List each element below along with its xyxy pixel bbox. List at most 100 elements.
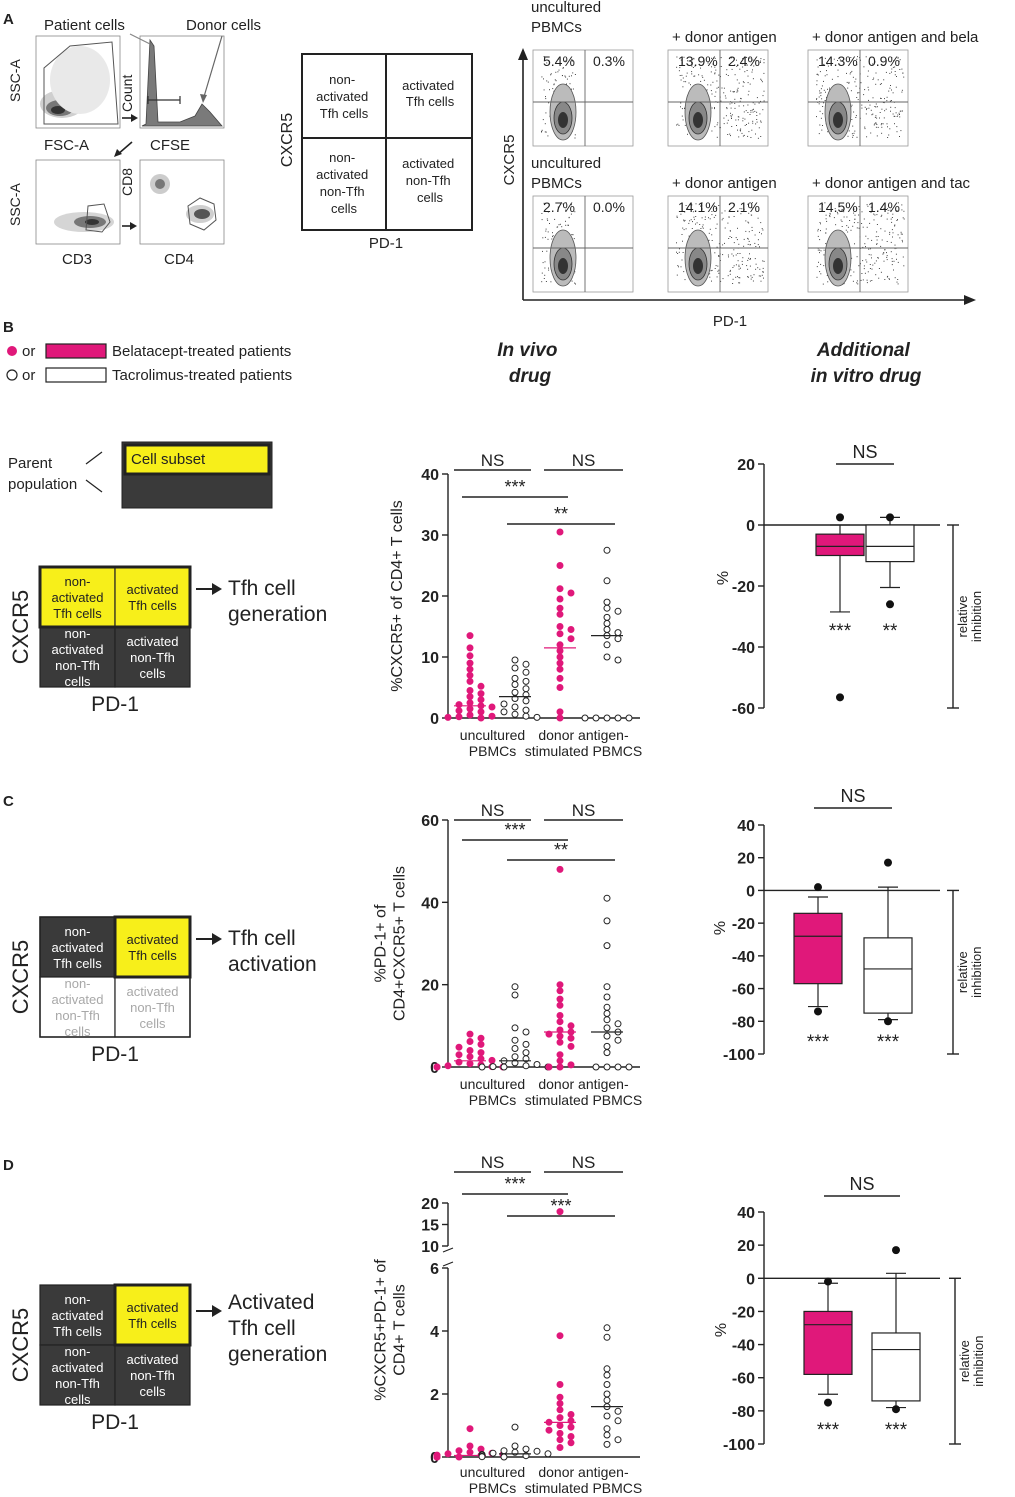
cxcr5-label: CXCR5 <box>8 940 33 1015</box>
flow-event <box>855 85 857 87</box>
flow-event <box>680 266 682 268</box>
flow-event <box>748 231 750 233</box>
flow-event <box>850 229 852 231</box>
flow-event <box>677 265 679 267</box>
flow-event <box>760 222 762 224</box>
flow-event <box>718 269 720 271</box>
flow-event <box>890 218 892 220</box>
flow-event <box>898 60 900 62</box>
flow-event <box>730 90 732 92</box>
flow-event <box>747 104 749 106</box>
flow-event <box>752 122 754 124</box>
flow-event <box>816 59 818 61</box>
flow-event <box>748 90 750 92</box>
legend-or-2: or <box>22 367 35 384</box>
flow-event <box>700 203 702 204</box>
flow-event <box>756 119 758 120</box>
flow-event <box>752 111 754 113</box>
flow-event <box>759 246 760 248</box>
data-point <box>466 1053 474 1061</box>
flow-event <box>849 220 851 221</box>
flow-event <box>739 68 741 70</box>
flow-event <box>869 222 871 224</box>
flow-event <box>709 218 711 220</box>
flow-event <box>676 217 678 218</box>
key-a-cxcr5: CXCR5 <box>279 113 296 167</box>
flow-event <box>557 58 559 60</box>
flow-event <box>877 257 879 259</box>
flow-event <box>861 104 863 106</box>
flow-event <box>679 248 680 250</box>
flow-event <box>893 115 895 117</box>
flow-event <box>839 59 841 61</box>
flow-density-core <box>558 258 568 274</box>
data-point <box>489 1449 497 1457</box>
flow-event <box>696 222 698 224</box>
flow-event <box>550 74 552 76</box>
flow-event <box>718 256 720 257</box>
data-point <box>567 1022 575 1030</box>
flow-event <box>874 123 876 125</box>
flow-event <box>733 216 735 217</box>
flow-event <box>898 112 900 114</box>
chart-d-scatter: 0246101520NSNS******unculturedPBMCsdonor… <box>373 1153 643 1496</box>
data-point <box>567 1411 575 1418</box>
flow-event <box>852 125 854 127</box>
flow-event <box>820 88 822 90</box>
flow-event <box>729 273 731 275</box>
flow-event <box>902 110 903 112</box>
flow-event <box>734 74 736 76</box>
flow-event <box>761 274 763 276</box>
flow-event <box>571 75 572 77</box>
flow-event <box>868 89 870 91</box>
significance-label: ** <box>554 504 568 524</box>
flow-event <box>691 59 693 61</box>
key-a-tr: activated Tfh cells <box>402 78 458 109</box>
data-point <box>500 1447 508 1455</box>
flow-event <box>857 56 858 58</box>
chart-d-box: 40200-20-40-60-80-100******NS%relativein… <box>713 1174 986 1454</box>
flow-event <box>819 239 821 241</box>
flow-plot-title: + donor antigen and tac <box>812 175 971 192</box>
flow-event <box>880 271 882 273</box>
category-label: donor antigen- <box>538 1464 629 1480</box>
legend-bela-swatch <box>45 343 107 359</box>
data-point <box>511 664 519 672</box>
fsc-ssc-density <box>40 46 110 118</box>
flow-event <box>856 64 858 66</box>
data-point <box>478 1453 486 1461</box>
flow-event <box>760 100 761 102</box>
quadrant-bl <box>39 976 116 1038</box>
flow-event <box>742 66 744 68</box>
data-point <box>603 1049 611 1057</box>
cell-subset-label: Cell subset <box>131 451 206 468</box>
flow-right-pct: 0.9% <box>868 53 900 69</box>
data-point <box>466 687 474 694</box>
flow-event <box>853 271 855 273</box>
data-point <box>567 1042 575 1050</box>
flow-event <box>748 131 750 133</box>
flow-event <box>723 123 725 125</box>
flow-event <box>819 249 821 251</box>
parent-population-label: Parent population <box>8 455 77 493</box>
flow-event <box>735 254 737 256</box>
flow-event <box>742 85 744 87</box>
data-point <box>625 714 633 722</box>
flow-event <box>547 81 549 83</box>
flow-event <box>711 240 713 241</box>
flow-event <box>894 74 896 76</box>
flow-event <box>691 65 693 67</box>
data-point <box>488 1056 496 1064</box>
flow-event <box>569 83 571 85</box>
flow-event <box>574 137 576 139</box>
significance-label: ** <box>554 840 568 860</box>
data-point <box>556 641 564 649</box>
flow-event <box>865 113 867 115</box>
flow-event <box>747 82 749 84</box>
flow-event <box>711 211 713 212</box>
significance-label: NS <box>849 1174 874 1194</box>
cd3-label: CD3 <box>62 251 92 268</box>
flow-event <box>715 214 717 216</box>
